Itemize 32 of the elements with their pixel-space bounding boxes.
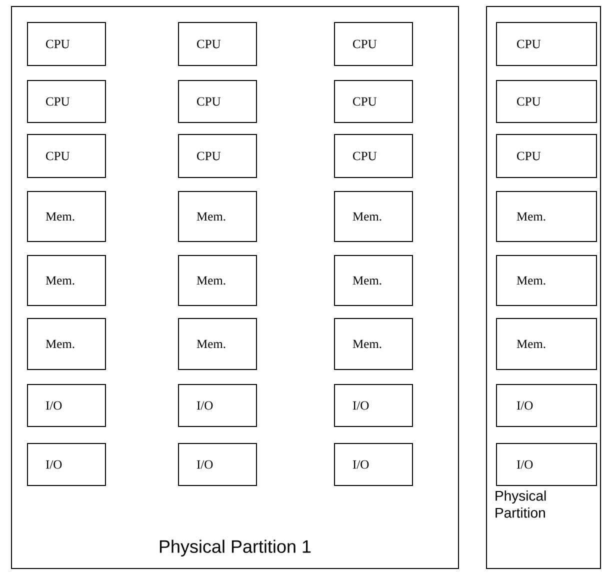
component-box: I/O <box>334 443 413 486</box>
component-box: CPU <box>178 134 257 178</box>
component-box: Mem. <box>496 191 597 242</box>
component-box: CPU <box>496 22 597 66</box>
component-box: Mem. <box>27 255 106 306</box>
component-box: I/O <box>334 384 413 427</box>
component-box: Mem. <box>178 318 257 370</box>
component-box: CPU <box>334 22 413 66</box>
component-box: CPU <box>27 134 106 178</box>
component-box: Mem. <box>496 255 597 306</box>
component-box: CPU <box>334 134 413 178</box>
component-box: Mem. <box>334 191 413 242</box>
component-box: CPU <box>27 80 106 123</box>
component-box: Mem. <box>334 255 413 306</box>
component-box: I/O <box>178 443 257 486</box>
component-box: CPU <box>496 134 597 178</box>
component-box: CPU <box>27 22 106 66</box>
component-box: CPU <box>178 22 257 66</box>
component-box: I/O <box>496 384 597 427</box>
component-box: I/O <box>496 443 597 486</box>
component-box: CPU <box>496 80 597 123</box>
component-box: Mem. <box>496 318 597 370</box>
component-box: CPU <box>178 80 257 123</box>
component-box: I/O <box>27 443 106 486</box>
component-box: Mem. <box>27 191 106 242</box>
component-box: Mem. <box>334 318 413 370</box>
component-box: CPU <box>334 80 413 123</box>
component-box: Mem. <box>178 191 257 242</box>
component-box: I/O <box>27 384 106 427</box>
component-box: Mem. <box>178 255 257 306</box>
component-box: I/O <box>178 384 257 427</box>
component-box: Mem. <box>27 318 106 370</box>
